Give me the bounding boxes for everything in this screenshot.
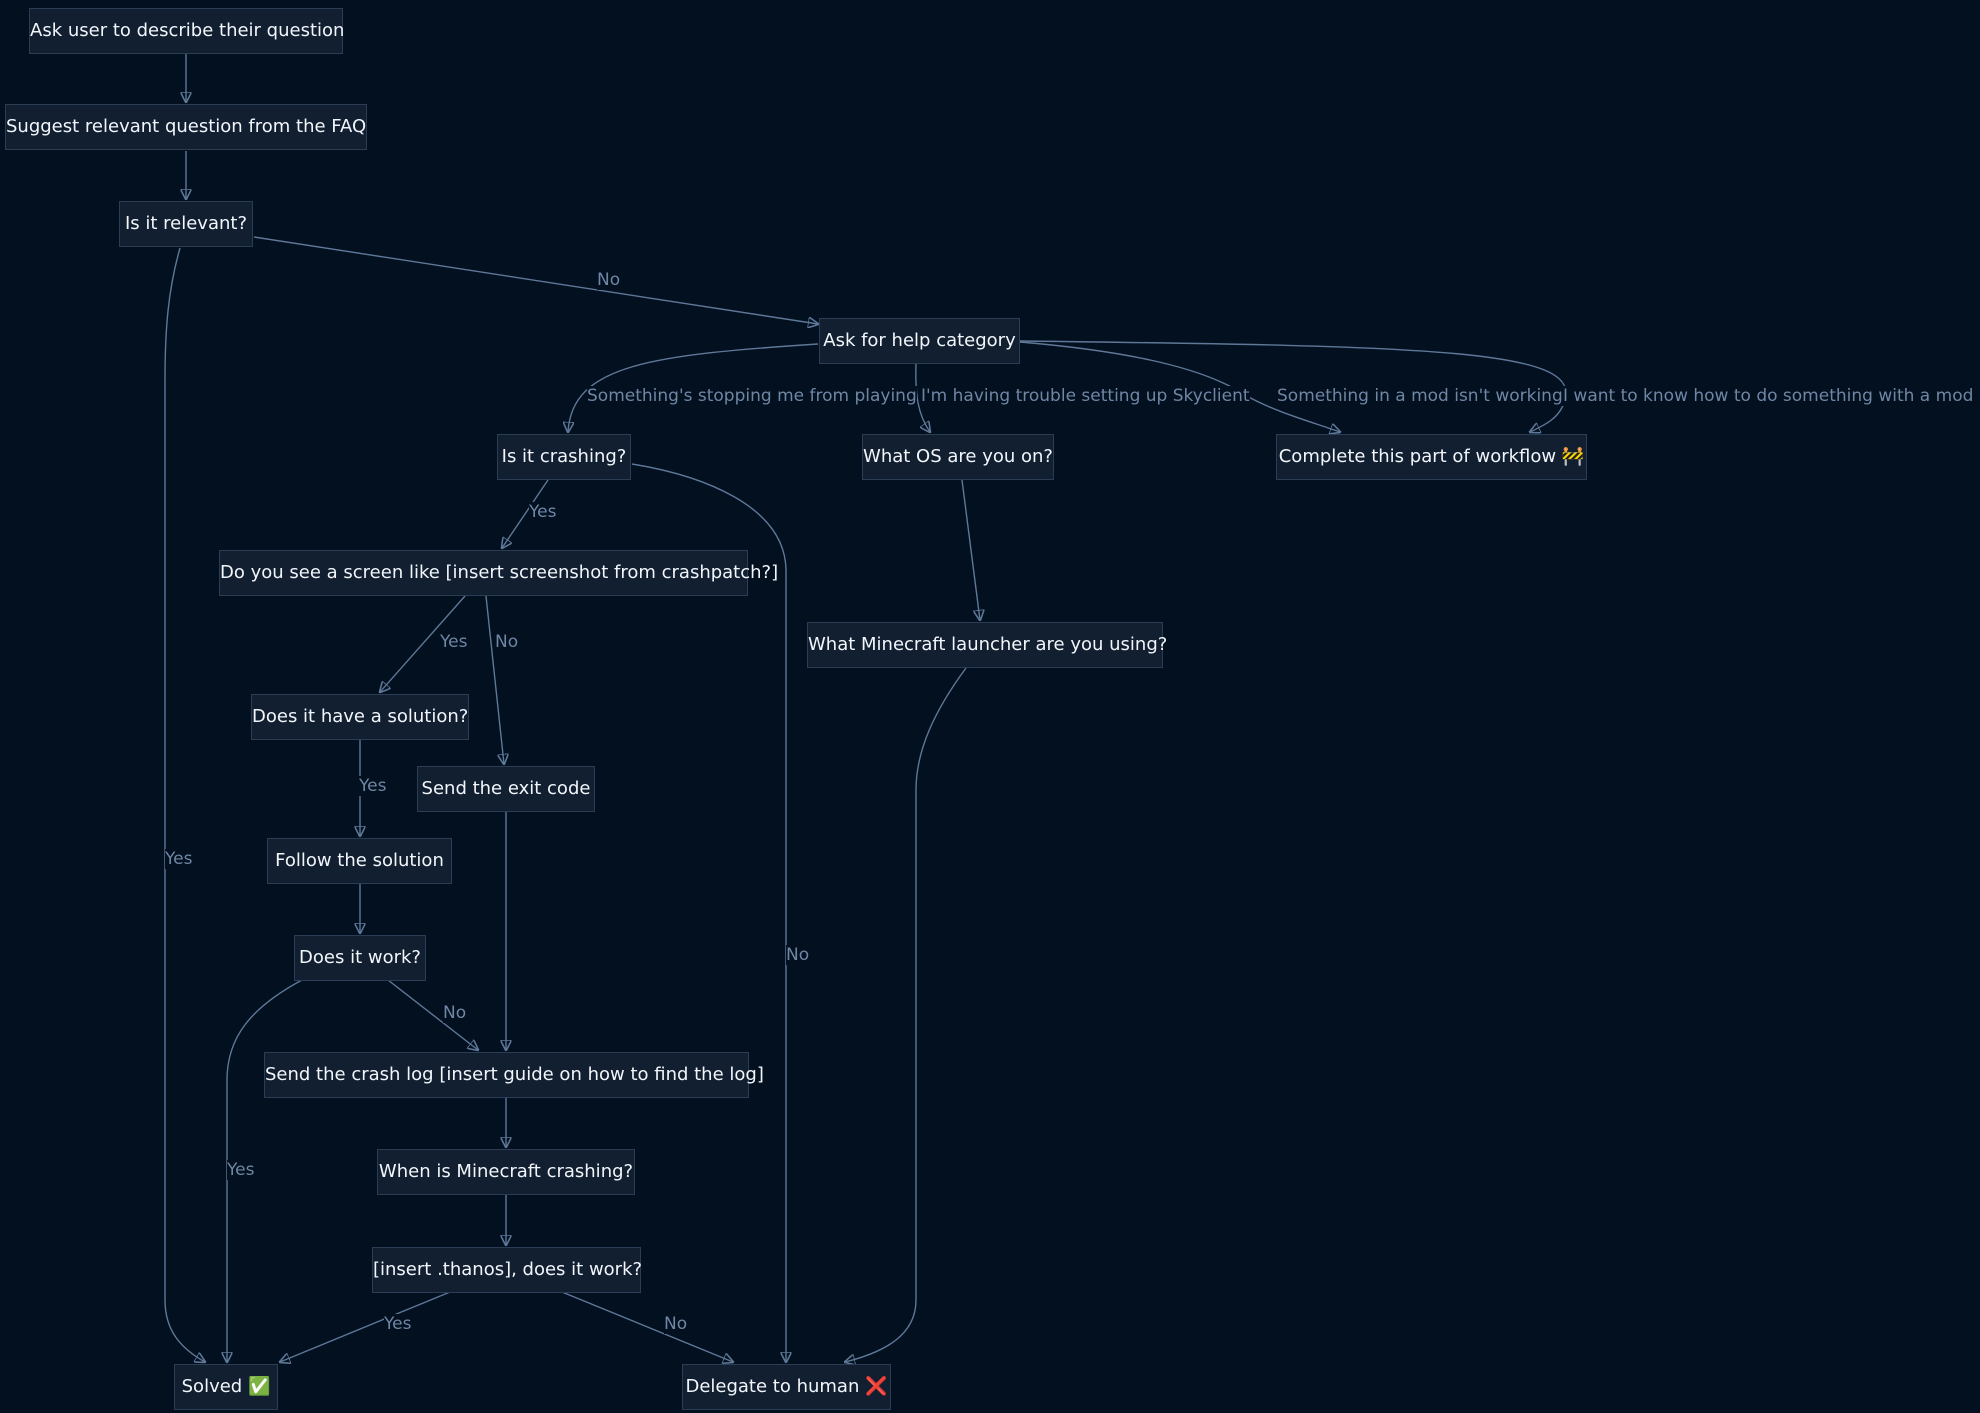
edge-thanos-no xyxy=(561,1291,733,1362)
node-thanos[interactable]: [insert .thanos], does it work? xyxy=(372,1247,642,1293)
node-follow-solution[interactable]: Follow the solution xyxy=(267,838,452,884)
node-when-crashing[interactable]: When is Minecraft crashing? xyxy=(377,1149,635,1195)
node-is-relevant[interactable]: Is it relevant? xyxy=(119,201,253,247)
edge-label-screen-no: No xyxy=(495,632,519,652)
edge-label-thanos-yes: Yes xyxy=(384,1314,412,1334)
edge-work-yes xyxy=(227,979,303,1362)
edge-label-crashing-yes: Yes xyxy=(529,502,557,522)
edge-label-work-yes: Yes xyxy=(227,1160,255,1180)
edge-label-cat-mod-broken: Something in a mod isn't working xyxy=(1277,386,1563,406)
edge-crashing-no xyxy=(631,463,786,1362)
edge-os-to-launcher xyxy=(961,479,980,620)
node-does-it-work[interactable]: Does it work? xyxy=(294,935,426,981)
node-delegate[interactable]: Delegate to human ❌ xyxy=(682,1364,891,1410)
edge-label-work-no: No xyxy=(443,1003,467,1023)
node-suggest-faq[interactable]: Suggest relevant question from the FAQ xyxy=(5,104,367,150)
edge-label-solution-yes: Yes xyxy=(359,776,387,796)
edge-cat-mod-howto xyxy=(1019,340,1567,432)
node-ask-user[interactable]: Ask user to describe their question xyxy=(29,8,344,54)
edge-label-cat-setup: I'm having trouble setting up Skyclient xyxy=(921,386,1250,406)
edge-launcher-to-delegate xyxy=(845,667,967,1362)
node-has-solution[interactable]: Does it have a solution? xyxy=(251,694,469,740)
node-ask-category[interactable]: Ask for help category xyxy=(819,318,1020,364)
node-solved[interactable]: Solved ✅ xyxy=(174,1364,278,1410)
node-what-os[interactable]: What OS are you on? xyxy=(862,434,1054,480)
node-complete-workflow[interactable]: Complete this part of workflow 🚧 xyxy=(1276,434,1587,480)
edge-label-cat-mod-howto: I want to know how to do something with … xyxy=(1563,386,1974,406)
edge-label-relevant-no: No xyxy=(597,270,621,290)
node-is-crashing[interactable]: Is it crashing? xyxy=(497,434,631,480)
edge-screen-no xyxy=(485,595,504,764)
edge-crashing-yes xyxy=(502,479,549,548)
node-see-screen[interactable]: Do you see a screen like [insert screens… xyxy=(219,550,778,596)
edge-relevant-yes xyxy=(164,247,205,1362)
edge-label-crashing-no: No xyxy=(786,945,810,965)
node-what-launcher[interactable]: What Minecraft launcher are you using? xyxy=(807,622,1167,668)
node-send-crash-log[interactable]: Send the crash log [insert guide on how … xyxy=(264,1052,764,1098)
edge-label-thanos-no: No xyxy=(664,1314,688,1334)
edge-relevant-no xyxy=(253,236,818,324)
edge-work-no xyxy=(387,979,478,1050)
node-send-exit-code[interactable]: Send the exit code xyxy=(417,766,595,812)
edge-label-cat-stopping: Something's stopping me from playing xyxy=(587,386,917,406)
edge-label-screen-yes: Yes xyxy=(440,632,468,652)
edge-label-relevant-yes: Yes xyxy=(165,849,193,869)
edge-thanos-yes xyxy=(280,1291,451,1362)
edge-cat-stopping xyxy=(568,343,819,432)
edge-screen-yes xyxy=(380,595,466,692)
edge-cat-setup xyxy=(915,363,930,432)
